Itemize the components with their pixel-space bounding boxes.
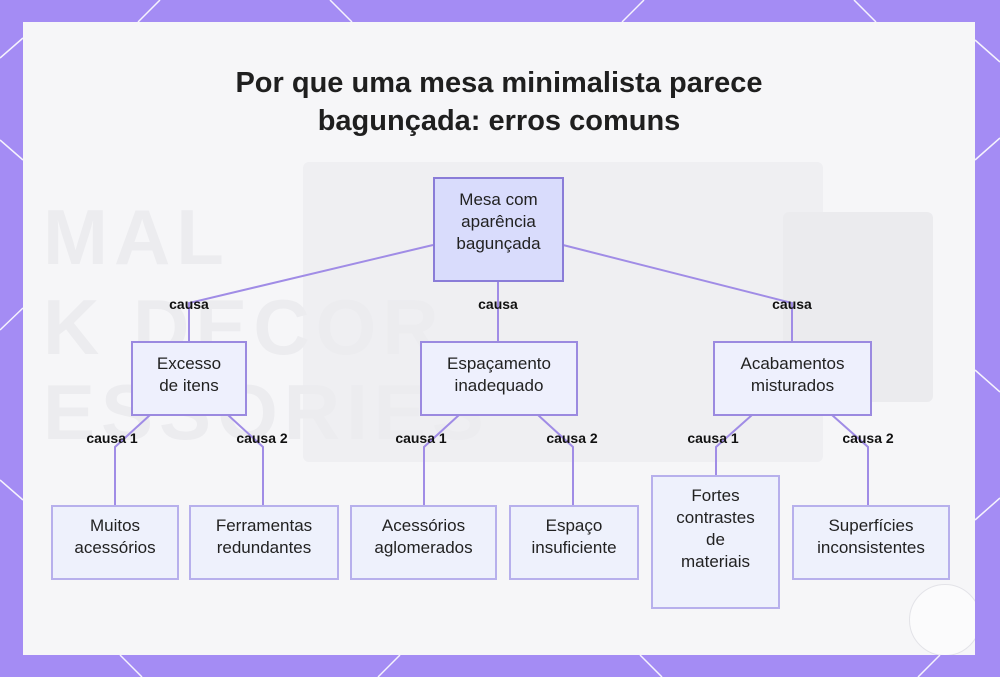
node-text-line: insuficiente	[531, 537, 616, 559]
node-text-line: Muitos	[74, 515, 155, 537]
edge-excesso-ferramentas	[228, 415, 263, 505]
edge-label-causa-1: causa 1	[395, 430, 446, 446]
node-text-line: Acabamentos	[741, 353, 845, 375]
edge-label-causa-1: causa 1	[687, 430, 738, 446]
node-text-line: redundantes	[216, 537, 312, 559]
edge-label-causa-2: causa 2	[546, 430, 597, 446]
node-text-line: Mesa com	[456, 189, 540, 211]
node-text-line: aglomerados	[374, 537, 472, 559]
node-text-line: inadequado	[447, 375, 551, 397]
edge-espacamento-aglomerados	[424, 415, 459, 505]
node-root[interactable]: Mesa com aparência bagunçada	[433, 177, 564, 282]
edge-label-causa-1: causa 1	[86, 430, 137, 446]
node-text-line: de	[676, 529, 754, 551]
node-text-line: inconsistentes	[817, 537, 925, 559]
node-acessorios-aglomerados[interactable]: Acessórios aglomerados	[350, 505, 497, 580]
node-espaco-insuficiente[interactable]: Espaço insuficiente	[509, 505, 639, 580]
edge-label-causa-2: causa 2	[842, 430, 893, 446]
node-text-line: Espaço	[531, 515, 616, 537]
edge-root-excesso	[189, 245, 433, 341]
node-text-line: bagunçada	[456, 233, 540, 255]
node-text-line: misturados	[741, 375, 845, 397]
node-excesso-de-itens[interactable]: Excesso de itens	[131, 341, 247, 416]
edge-espacamento-insuficiente	[538, 415, 573, 505]
edge-label-causa-2: causa 2	[236, 430, 287, 446]
node-text-line: Fortes	[676, 485, 754, 507]
node-text-line: Espaçamento	[447, 353, 551, 375]
node-text-line: materiais	[676, 551, 754, 573]
node-superficies-inconsistentes[interactable]: Superfícies inconsistentes	[792, 505, 950, 580]
edge-excesso-muitos	[115, 415, 150, 505]
node-muitos-acessorios[interactable]: Muitos acessórios	[51, 505, 179, 580]
node-text-line: contrastes	[676, 507, 754, 529]
node-espacamento-inadequado[interactable]: Espaçamento inadequado	[420, 341, 578, 416]
node-text-line: acessórios	[74, 537, 155, 559]
edge-root-acabamentos	[563, 245, 792, 341]
node-text-line: de itens	[157, 375, 221, 397]
node-text-line: Excesso	[157, 353, 221, 375]
node-fortes-contrastes-de-materiais[interactable]: Fortes contrastes de materiais	[651, 475, 780, 609]
edge-label-causa: causa	[772, 296, 812, 312]
edge-label-causa: causa	[169, 296, 209, 312]
node-text-line: Ferramentas	[216, 515, 312, 537]
node-text-line: aparência	[456, 211, 540, 233]
edge-acabamentos-superficies	[832, 415, 868, 505]
node-text-line: Superfícies	[817, 515, 925, 537]
node-text-line: Acessórios	[374, 515, 472, 537]
node-ferramentas-redundantes[interactable]: Ferramentas redundantes	[189, 505, 339, 580]
edge-label-causa: causa	[478, 296, 518, 312]
node-acabamentos-misturados[interactable]: Acabamentos misturados	[713, 341, 872, 416]
